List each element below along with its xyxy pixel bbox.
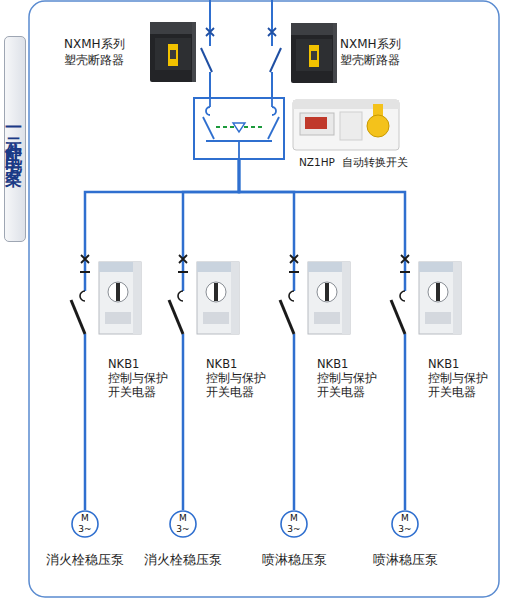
pump-name: 消火栓稳压泵: [46, 552, 124, 569]
pump-name: 喷淋稳压泵: [373, 552, 438, 569]
branch-switch-symbol: [169, 255, 188, 334]
title-text: 一元件配电方案: [4, 118, 27, 160]
breaker-label: NXMH系列 塑壳断路器: [340, 36, 412, 68]
frame: [29, 1, 499, 597]
motor-ring: [281, 511, 307, 537]
motor-ring: [72, 511, 98, 537]
motor-symbol-text: M 3~: [391, 513, 419, 535]
breaker-photo: [150, 22, 196, 82]
ats-symbol: [203, 97, 279, 160]
motor-symbol-text: M 3~: [169, 513, 197, 535]
bus-connector: [239, 160, 405, 510]
bus-connector: [183, 160, 239, 510]
pump-name: 喷淋稳压泵: [262, 552, 327, 569]
pump-name: 消火栓稳压泵: [144, 552, 222, 569]
motor-ring: [170, 511, 196, 537]
breaker-label: NXMH系列 塑壳断路器: [64, 36, 136, 68]
breaker-photo: [291, 23, 337, 83]
nkb1-photo: [419, 262, 461, 334]
incoming-wire: [210, 0, 272, 97]
controller-label: NKB1 控制与保护开关电器: [108, 357, 170, 399]
interlock-symbol: [216, 123, 262, 132]
branch-switch-symbol: [280, 255, 299, 334]
motor-symbol-text: M 3~: [280, 513, 308, 535]
motor-circle: M 3~喷淋稳压泵: [391, 510, 419, 538]
bus-connector: [85, 160, 239, 510]
branch-switch-symbol: [391, 255, 410, 334]
motor-symbol-text: M 3~: [71, 513, 99, 535]
motor-ring: [392, 511, 418, 537]
motor-circle: M 3~消火栓稳压泵: [71, 510, 99, 538]
device-label: NZ1HP 自动转换开关: [299, 156, 408, 170]
motor-circle: M 3~消火栓稳压泵: [169, 510, 197, 538]
bus-connector: [239, 160, 294, 510]
nkb1-photo: [308, 262, 350, 334]
branch-switch-symbol: [71, 255, 90, 334]
motor-circle: M 3~喷淋稳压泵: [280, 510, 308, 538]
nkb1-photo: [197, 262, 239, 334]
ats-photo: [293, 100, 399, 150]
controller-label: NKB1 控制与保护开关电器: [428, 357, 490, 399]
transfer-switch-box: NZ1HP 自动转换开关: [193, 97, 285, 160]
controller-label: NKB1 控制与保护开关电器: [206, 357, 268, 399]
title-tab: 一元件配电方案: [4, 36, 26, 242]
controller-label: NKB1 控制与保护开关电器: [317, 357, 379, 399]
nkb1-photo: [99, 262, 141, 334]
breaker-symbol: [201, 28, 281, 72]
